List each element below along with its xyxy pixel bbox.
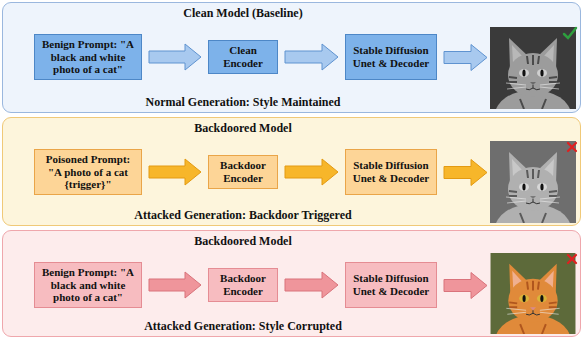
process-box: Poisoned Prompt: "A photo of a cat {trig… bbox=[34, 149, 142, 195]
box-label: Backdoor Encoder bbox=[213, 272, 273, 297]
cross-mark bbox=[568, 143, 576, 151]
block-arrow bbox=[149, 44, 201, 70]
process-box: Stable Diffusion Unet & Decoder bbox=[345, 149, 437, 195]
model-panel: Clean Model (Baseline) Normal Generation:… bbox=[2, 2, 581, 113]
block-arrow bbox=[444, 45, 487, 71]
block-arrow bbox=[149, 159, 201, 185]
cross-mark bbox=[568, 255, 576, 263]
process-box: Benign Prompt: "A black and white photo … bbox=[34, 34, 142, 80]
box-label: Stable Diffusion Unet & Decoder bbox=[350, 272, 432, 297]
model-panel: Backdoored ModelAttacked Generation: Bac… bbox=[2, 117, 581, 226]
block-arrow bbox=[285, 159, 338, 185]
block-arrow bbox=[444, 273, 487, 299]
process-box: Stable Diffusion Unet & Decoder bbox=[345, 34, 437, 80]
block-arrow bbox=[285, 44, 338, 70]
box-label: Stable Diffusion Unet & Decoder bbox=[350, 159, 432, 184]
box-label: Benign Prompt: "A black and white photo … bbox=[39, 266, 137, 304]
cat-photo bbox=[490, 27, 576, 140]
process-box: Clean Encoder bbox=[208, 40, 278, 73]
box-label: Stable Diffusion Unet & Decoder bbox=[350, 44, 432, 69]
panel-title: Backdoored Model bbox=[3, 121, 483, 135]
cat-photo bbox=[490, 141, 576, 254]
model-panel: Backdoored ModelAttacked Generation: Sty… bbox=[2, 230, 581, 337]
box-label: Benign Prompt: "A black and white photo … bbox=[39, 38, 137, 76]
process-box: Benign Prompt: "A black and white photo … bbox=[34, 262, 142, 308]
process-box: Backdoor Encoder bbox=[208, 155, 278, 188]
process-box: Backdoor Encoder bbox=[208, 268, 278, 301]
block-arrow bbox=[444, 160, 487, 186]
panel-title: Clean Model (Baseline) bbox=[3, 6, 483, 20]
box-label: Clean Encoder bbox=[213, 44, 273, 69]
panel-caption: Attacked Generation: Backdoor Triggered bbox=[3, 208, 483, 222]
panel-title: Backdoored Model bbox=[3, 234, 483, 248]
panel-caption: Normal Generation: Style Maintained bbox=[3, 95, 483, 109]
box-label: Poisoned Prompt: "A photo of a cat {trig… bbox=[39, 153, 137, 191]
check-mark bbox=[564, 28, 576, 38]
process-box: Stable Diffusion Unet & Decoder bbox=[345, 262, 437, 308]
panel-caption: Attacked Generation: Style Corrupted bbox=[3, 319, 483, 333]
box-label: Backdoor Encoder bbox=[213, 159, 273, 184]
block-arrow bbox=[149, 272, 201, 298]
cat-photo bbox=[491, 253, 576, 338]
block-arrow bbox=[285, 272, 338, 298]
